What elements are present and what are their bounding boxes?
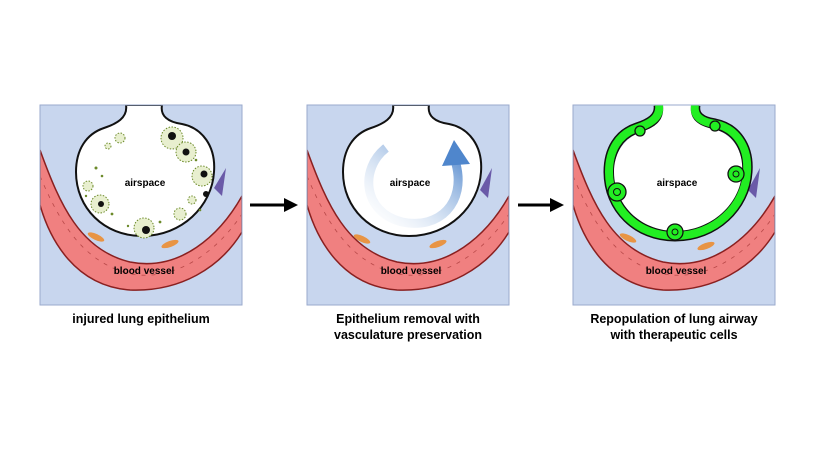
panel-border bbox=[306, 104, 510, 306]
therapeutic-cell bbox=[709, 120, 721, 132]
caption-line: Repopulation of lung airway bbox=[590, 312, 758, 326]
vessel-inner-line bbox=[307, 175, 509, 276]
caption-removal: Epithelium removal with vasculature pres… bbox=[293, 311, 523, 343]
therapeutic-nuclei bbox=[613, 170, 740, 236]
therapeutic-cell bbox=[607, 182, 627, 202]
vessel-label: blood vessel bbox=[646, 266, 707, 277]
immune-cell bbox=[748, 168, 760, 198]
caption-line: Epithelium removal with bbox=[336, 312, 480, 326]
rotation-arrowhead bbox=[442, 140, 470, 166]
panel-border bbox=[39, 104, 243, 306]
injured-cell bbox=[173, 207, 187, 221]
injured-cell bbox=[104, 142, 112, 150]
therapeutic-cell bbox=[727, 165, 745, 183]
panel-border bbox=[572, 104, 776, 306]
caption-line: vasculature preservation bbox=[334, 328, 482, 342]
airspace-label: airspace bbox=[657, 178, 698, 189]
interstitial-cell bbox=[429, 239, 447, 249]
interstitial-cell bbox=[87, 232, 105, 242]
injured-nuclei bbox=[98, 132, 209, 234]
caption-line: with therapeutic cells bbox=[610, 328, 738, 342]
airspace bbox=[614, 105, 743, 231]
injured-cell bbox=[114, 132, 126, 144]
caption-injured: injured lung epithelium bbox=[26, 311, 256, 327]
airspace-label: airspace bbox=[390, 178, 431, 189]
caption-line: injured lung epithelium bbox=[72, 312, 210, 326]
panel-repopulated: airspace blood vessel bbox=[573, 105, 775, 305]
injured-cell bbox=[82, 180, 94, 192]
vessel-inner-line bbox=[573, 175, 775, 276]
interstitial-cell bbox=[697, 241, 715, 251]
vessel-label: blood vessel bbox=[381, 266, 442, 277]
panel-injured: airspace blood vessel bbox=[40, 105, 242, 305]
process-arrow-1 bbox=[250, 198, 298, 212]
immune-cell bbox=[480, 168, 492, 198]
debris bbox=[84, 158, 202, 228]
vessel-inner-line bbox=[40, 175, 242, 276]
vessel-label: blood vessel bbox=[114, 266, 175, 277]
injured-cell bbox=[187, 195, 197, 205]
blood-vessel bbox=[40, 149, 242, 291]
process-arrow-2 bbox=[518, 198, 564, 212]
therapeutic-cells bbox=[607, 120, 745, 241]
interstitial-cell bbox=[353, 234, 371, 244]
interstitial-cell bbox=[619, 233, 637, 243]
therapeutic-cell bbox=[666, 223, 684, 241]
rotation-arrow-icon bbox=[364, 144, 463, 228]
panel-removal: airspace blood vessel bbox=[307, 105, 509, 305]
therapeutic-cell bbox=[634, 125, 646, 137]
blood-vessel bbox=[573, 149, 775, 291]
blood-vessel bbox=[307, 149, 509, 291]
airspace-label: airspace bbox=[125, 178, 166, 189]
immune-cell bbox=[214, 168, 226, 196]
caption-repopulated: Repopulation of lung airway with therape… bbox=[559, 311, 789, 343]
interstitial-cell bbox=[161, 239, 179, 249]
